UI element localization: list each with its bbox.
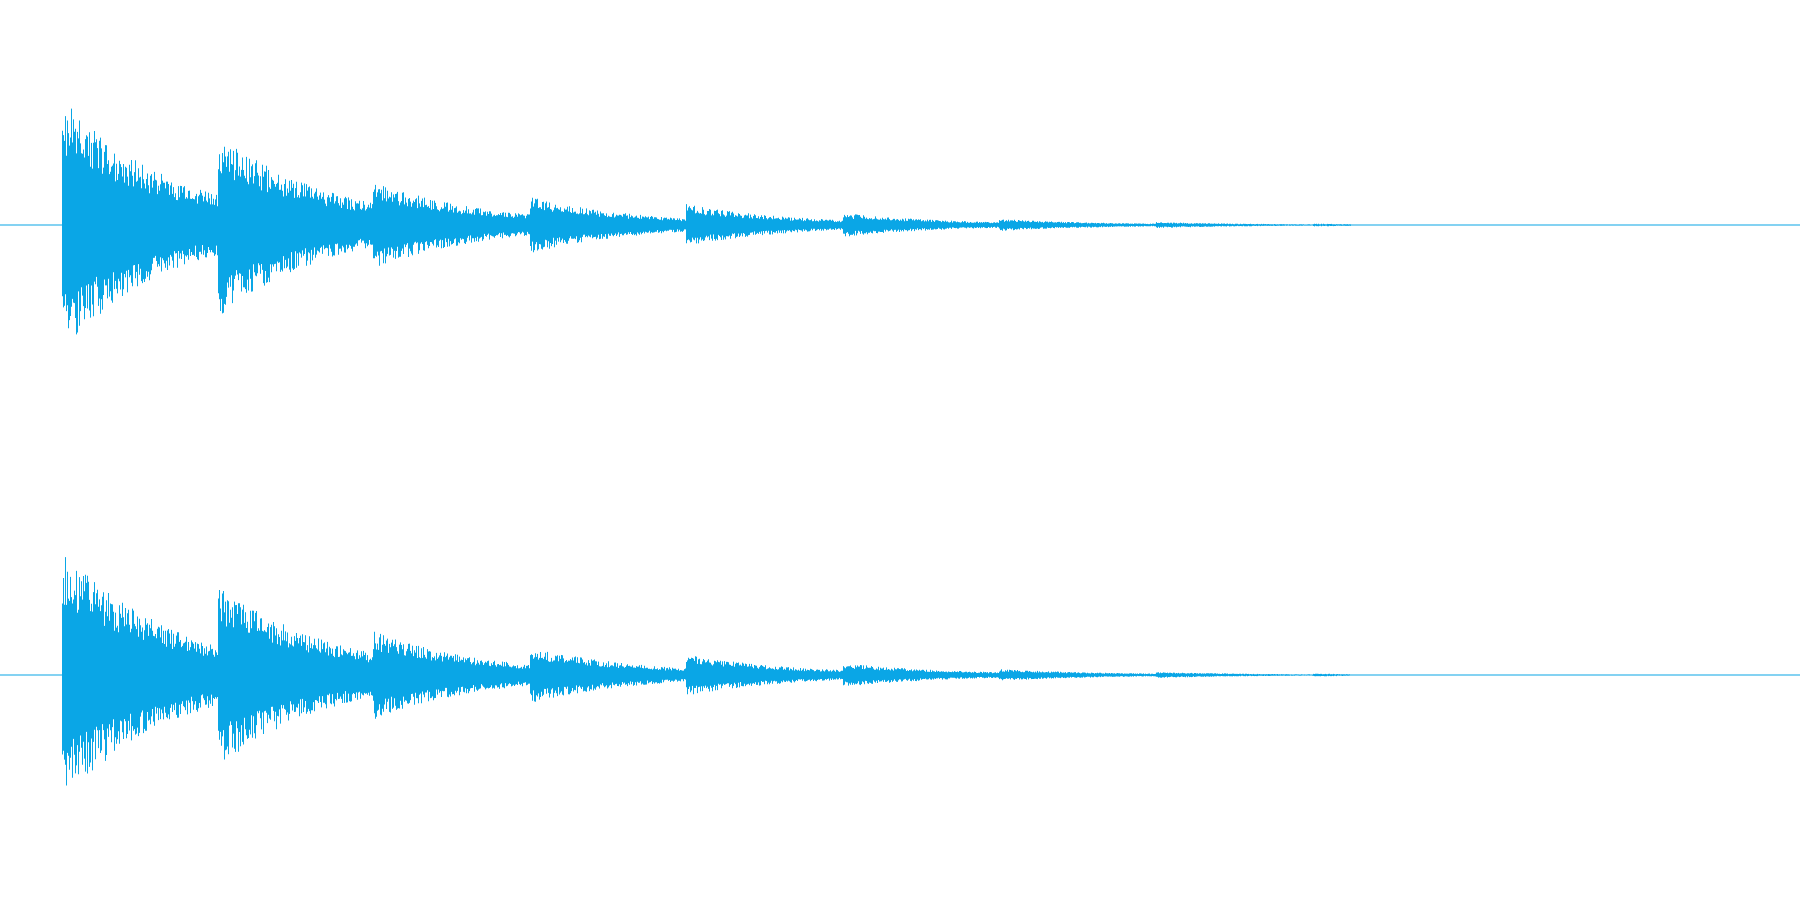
waveform-svg-right (0, 557, 1800, 786)
channel-left-waveform (0, 75, 1800, 375)
waveform-svg-left (0, 108, 1800, 335)
waveform-signal (62, 557, 1351, 786)
waveform-signal (62, 108, 1351, 335)
channel-right-waveform (0, 525, 1800, 825)
